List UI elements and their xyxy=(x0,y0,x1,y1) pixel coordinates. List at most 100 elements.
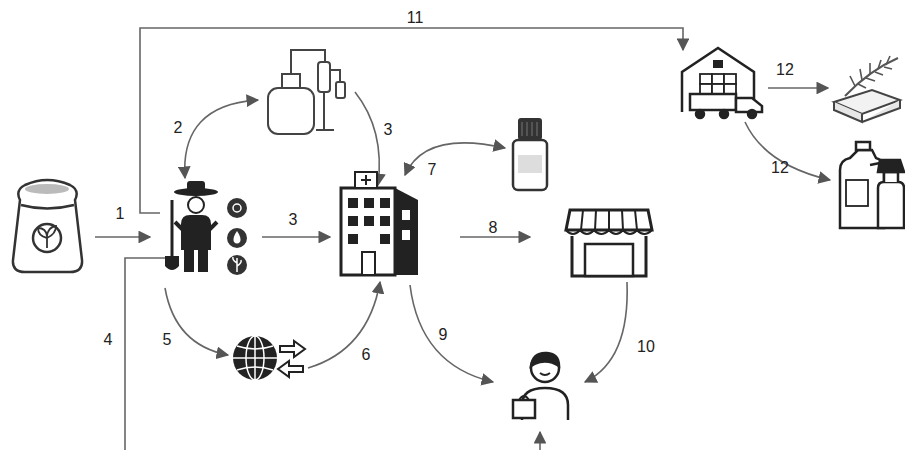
awning-edge xyxy=(566,230,652,234)
box xyxy=(700,74,712,84)
factory-icon xyxy=(341,172,418,275)
distiller-icon xyxy=(268,50,345,134)
callout-number: 6 xyxy=(362,347,371,363)
bottle-label xyxy=(518,155,542,173)
globe xyxy=(233,336,277,380)
jug-label xyxy=(846,180,868,206)
truck-wheel xyxy=(720,110,728,118)
door xyxy=(362,252,375,275)
boiler-neck xyxy=(282,74,300,88)
consumer-smile xyxy=(540,373,550,375)
farmer-leg xyxy=(184,250,194,272)
flow-arrows xyxy=(95,28,830,450)
collector xyxy=(336,82,345,98)
callout-number: 3 xyxy=(384,122,393,138)
farmer-body xyxy=(181,215,211,250)
flow-arrow xyxy=(745,122,830,180)
flow-arrow xyxy=(262,236,330,238)
trade-globe-icon xyxy=(233,336,305,380)
bag-seeds xyxy=(25,184,69,194)
rooftop-box xyxy=(355,172,377,188)
callout-number: 5 xyxy=(163,332,172,348)
rosemary-leaves xyxy=(850,56,892,88)
water-drop-glyph xyxy=(233,231,240,244)
flow-arrow xyxy=(308,282,380,368)
window xyxy=(380,216,390,226)
callout-number: 1 xyxy=(116,206,125,222)
farmer-head xyxy=(188,197,204,213)
globe-grid xyxy=(233,336,277,380)
flow-arrow xyxy=(165,288,228,355)
soap-side xyxy=(834,100,900,122)
box xyxy=(712,74,724,84)
flow-arrow xyxy=(185,100,258,178)
farmer-arms xyxy=(175,222,217,230)
spray-bottle xyxy=(878,182,904,228)
window xyxy=(402,210,410,220)
window xyxy=(348,216,358,226)
callout-number: 12 xyxy=(771,160,789,176)
flow-arrow xyxy=(405,143,505,175)
window xyxy=(380,234,390,244)
flow-arrow xyxy=(585,282,627,382)
warehouse-icon xyxy=(682,48,762,118)
sprout xyxy=(38,226,56,248)
shop-window xyxy=(585,244,633,276)
consumer-hair xyxy=(531,353,559,366)
import-arrow xyxy=(278,361,303,377)
bottle-body xyxy=(513,140,547,190)
shop-icon xyxy=(566,210,652,276)
export-arrow xyxy=(280,341,305,357)
seed-bag-icon xyxy=(13,180,82,272)
flow-arrow xyxy=(140,28,683,213)
callout-number: 7 xyxy=(428,162,437,178)
window xyxy=(348,198,358,208)
rosemary-stem xyxy=(845,58,898,96)
farmer-hat xyxy=(187,181,205,192)
spray-head xyxy=(878,160,904,172)
boiler xyxy=(268,88,314,134)
spray-nozzle xyxy=(870,163,880,165)
window xyxy=(364,198,374,208)
jug-cap xyxy=(856,142,870,150)
farmer-leg xyxy=(198,250,208,272)
awning-stripes xyxy=(581,210,637,230)
spray-neck xyxy=(884,172,898,182)
callout-number: 12 xyxy=(776,62,794,78)
cap-ridges xyxy=(522,122,537,136)
callout-number: 11 xyxy=(407,10,424,26)
truck-wheel xyxy=(696,110,704,118)
bag-emblem xyxy=(33,224,61,252)
callout-number: 9 xyxy=(439,327,448,343)
window xyxy=(380,198,390,208)
flow-arrow xyxy=(410,285,493,382)
window xyxy=(348,234,358,244)
shovel-blade xyxy=(165,256,179,270)
flow-arrow xyxy=(95,236,150,238)
shopping-bag xyxy=(513,400,535,418)
resource-glyph xyxy=(233,204,241,212)
shovel-handle xyxy=(171,200,174,258)
box xyxy=(700,84,712,94)
condenser xyxy=(318,62,330,92)
window xyxy=(402,230,410,240)
callout-number: 2 xyxy=(174,120,183,136)
flow-line xyxy=(125,258,165,450)
stacked-boxes xyxy=(700,74,736,94)
truck-trailer xyxy=(690,94,736,110)
cleaning-products-icon xyxy=(840,142,904,228)
resource-icon xyxy=(227,255,247,275)
bag-outline xyxy=(13,180,82,272)
farmer-icon xyxy=(165,181,247,275)
callout-number: 8 xyxy=(489,220,498,236)
box xyxy=(712,84,724,94)
parallels xyxy=(237,346,273,370)
building-side xyxy=(395,188,418,275)
flow-arrow xyxy=(768,87,828,89)
shop-awning xyxy=(566,210,652,230)
box xyxy=(724,84,736,94)
equator xyxy=(233,357,277,359)
window xyxy=(364,216,374,226)
